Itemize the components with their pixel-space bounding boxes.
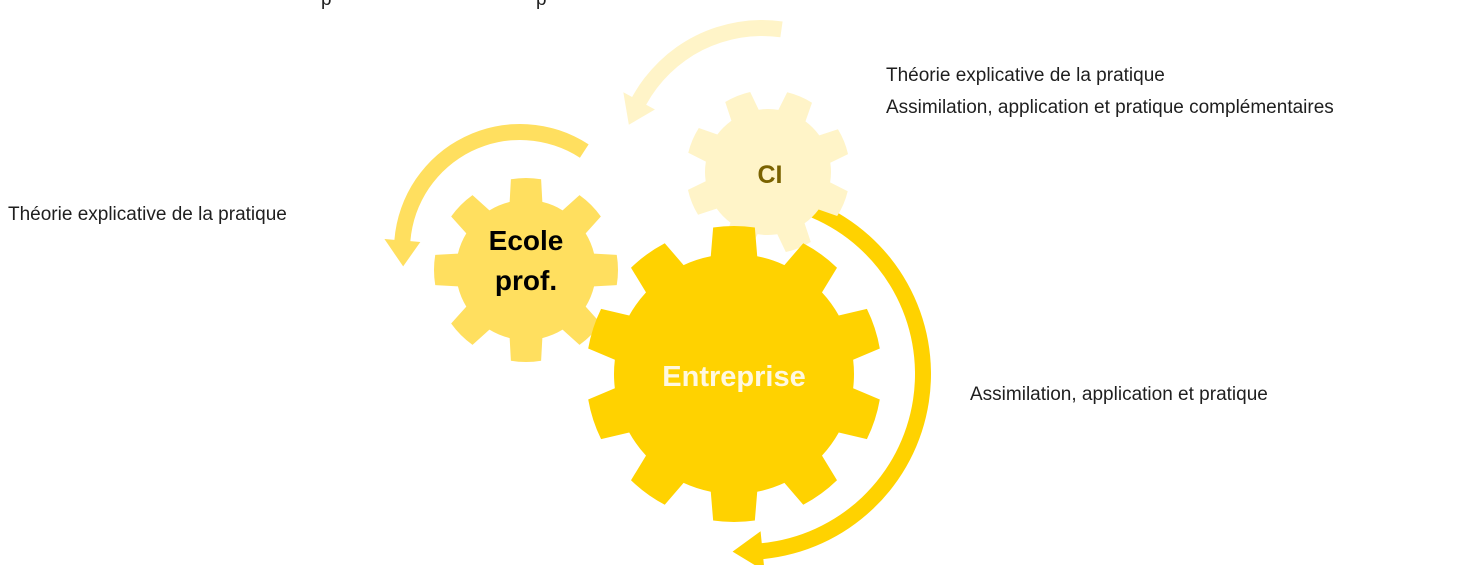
ecole-gear [434,178,618,362]
ci-cycle-arrow [623,19,783,125]
cropped-top-fragment-1: p [321,0,332,13]
entreprise-gear [588,226,880,522]
ci-gear [687,91,849,253]
cropped-top-fragment-2: p [536,0,547,13]
ecole-gear-label-line1: Ecole [489,225,564,256]
ecole-cycle-arrow [384,124,589,267]
ecole-description: Théorie explicative de la pratique [8,204,287,225]
ci-description-line1: Théorie explicative de la pratique [886,65,1165,86]
ecole-gear-label-line2: prof. [495,265,557,296]
entreprise-gear-label: Entreprise [662,361,805,393]
entreprise-description: Assimilation, application et pratique [970,384,1268,405]
ci-gear-label: CI [758,161,783,189]
ci-description-line2: Assimilation, application et pratique co… [886,97,1334,118]
